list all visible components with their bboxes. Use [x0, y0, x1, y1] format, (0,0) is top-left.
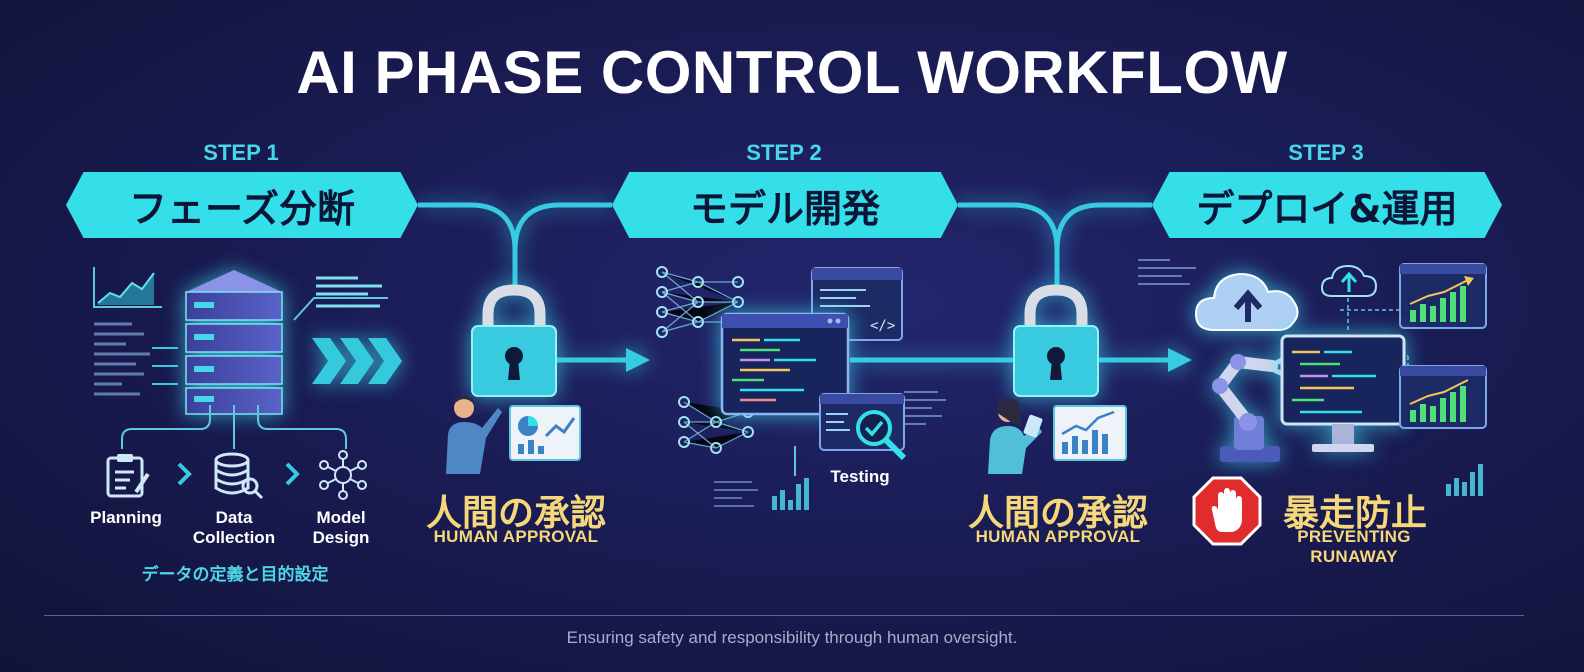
approval-2-en: HUMAN APPROVAL: [975, 527, 1141, 546]
person-tablet-icon: [988, 398, 1043, 474]
line-chart-icon: [93, 267, 162, 308]
footer-divider: [44, 615, 1524, 616]
chevron-right-icon: [285, 462, 300, 486]
step-1-label: STEP 1: [203, 140, 279, 165]
code-editor-window: [720, 312, 850, 416]
growth-chart-card-icon: [1053, 405, 1127, 461]
code-lines-deco: [1138, 259, 1196, 285]
runaway-en: PREVENTING RUNAWAY: [1297, 527, 1411, 566]
testing-label: Testing: [830, 467, 890, 486]
footer-caption: Ensuring safety and responsibility throu…: [566, 628, 1018, 647]
person-pointing-icon: [446, 396, 502, 474]
approval-1-en: HUMAN APPROVAL: [433, 527, 599, 546]
step-2-header: モデル開発: [612, 172, 958, 238]
chevron-arrows-icon: [312, 338, 402, 384]
step-1-subtitle: データの定義と目的設定: [141, 565, 329, 585]
neural-network-icon: [656, 266, 744, 338]
approval-1-jp: 人間の承認: [425, 493, 606, 534]
test-window-magnifier: [819, 393, 907, 461]
phase-model-design: Model Design: [312, 508, 370, 547]
step-2-label: STEP 2: [746, 140, 822, 165]
cloud-upload-small-icon: [1320, 264, 1378, 297]
phase-data-collection: Data Collection: [192, 508, 276, 547]
step-3-label: STEP 3: [1288, 140, 1364, 165]
cloud-upload-icon: [1194, 272, 1299, 331]
bar-chart-mini-icon: [1446, 464, 1483, 496]
lock-icon: [471, 284, 557, 397]
monitor-code-icon: [1280, 334, 1406, 452]
step-3-header: デプロイ&運用: [1152, 172, 1502, 238]
code-lines-deco: [904, 391, 946, 425]
clipboard-icon: [106, 454, 150, 498]
tree-connector: [121, 405, 347, 449]
analytics-window-icon: [1399, 365, 1487, 429]
stop-hand-icon: [1192, 476, 1262, 546]
step-1-header: フェーズ分断: [66, 172, 418, 238]
lock-icon: [1013, 284, 1099, 397]
data-lines-right: [293, 276, 388, 321]
approval-2-jp: 人間の承認: [967, 493, 1148, 534]
data-lines-left: [94, 322, 178, 396]
phase-planning: Planning: [90, 508, 162, 527]
svg-text:</>: </>: [870, 318, 895, 334]
analytics-window-icon: [1399, 263, 1487, 329]
database-icon: [214, 452, 264, 500]
divider-tick: [794, 446, 796, 476]
page-title: AI PHASE CONTROL WORKFLOW: [296, 39, 1288, 106]
runaway-jp: 暴走防止: [1282, 493, 1427, 534]
report-card-icon: [509, 405, 581, 461]
chevron-right-icon: [177, 462, 192, 486]
bar-chart-mini-icon: [714, 478, 809, 510]
server-stack-icon: [185, 270, 283, 415]
network-icon: [319, 450, 367, 500]
